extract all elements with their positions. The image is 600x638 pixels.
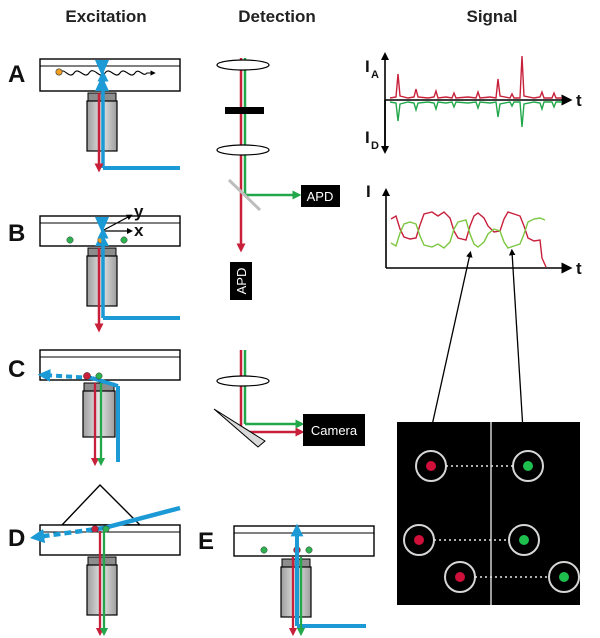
panel-b-excitation: y x <box>39 202 181 333</box>
pinhole <box>225 107 264 114</box>
panel-label-e: E <box>198 528 214 555</box>
header-detection: Detection <box>238 7 315 26</box>
ia-label: I <box>365 57 370 76</box>
wedge-splitter <box>213 408 266 448</box>
slide-a <box>39 58 181 92</box>
evanescent-wave-c <box>37 369 93 382</box>
slide-c <box>39 349 181 381</box>
molecule-d1 <box>91 525 99 533</box>
molecule-b1 <box>66 236 74 244</box>
acceptor-trace <box>389 55 562 99</box>
spot-ring-3-right <box>548 561 580 593</box>
panel-label-b: B <box>8 220 25 247</box>
panel-c-excitation <box>37 349 181 467</box>
signal-trace-fret: I A I D t <box>365 52 582 154</box>
signal-trace-single: I t <box>366 182 582 431</box>
camera-frame <box>397 422 580 605</box>
camera-label: Camera <box>311 423 358 438</box>
i-label: I <box>366 182 371 201</box>
lens-3 <box>216 375 270 387</box>
spot-1-green <box>523 461 533 471</box>
time-label-mid: t <box>576 259 582 278</box>
spot-1-red <box>426 461 436 471</box>
molecule-b3 <box>120 236 128 244</box>
red-trace <box>390 211 547 268</box>
apd-red <box>230 262 252 300</box>
apd-green-label: APD <box>307 189 334 204</box>
panel-e-excitation <box>233 523 375 637</box>
prism <box>60 483 142 526</box>
panel-d-excitation <box>29 483 181 637</box>
lens-1 <box>216 59 270 71</box>
objective-tip-d <box>87 556 117 566</box>
detection-confocal: APD APD <box>216 58 340 300</box>
slide-e <box>233 525 375 557</box>
panel-a-excitation <box>39 58 181 173</box>
objective-d <box>86 564 118 616</box>
header-excitation: Excitation <box>65 7 146 26</box>
diffusing-molecule <box>55 68 63 76</box>
molecule-e1 <box>260 546 268 554</box>
dichroic-mirror <box>227 178 262 212</box>
time-label-top: t <box>576 91 582 110</box>
spot-2-green <box>519 535 529 545</box>
spot-ring-2-right <box>508 524 540 556</box>
pointer-line-left <box>430 250 473 431</box>
focus-cone-top-a <box>95 60 109 76</box>
molecule-c1 <box>83 372 91 380</box>
spot-3-red <box>455 572 465 582</box>
panel-label-d: D <box>8 525 25 552</box>
panel-label-c: C <box>8 356 25 383</box>
focus-cone-top-b <box>95 217 109 233</box>
camera-image <box>397 422 580 605</box>
apd-red-label: APD <box>234 268 249 295</box>
x-axis-label: x <box>134 221 144 240</box>
prism-beam-in <box>103 505 181 531</box>
objective-c <box>82 390 116 438</box>
camera <box>303 414 365 446</box>
spot-2-red <box>414 535 424 545</box>
pointer-line-right <box>508 248 524 431</box>
molecule-e3 <box>305 546 313 554</box>
molecule-d2 <box>102 525 110 533</box>
spot-3-green <box>559 572 569 582</box>
header-signal: Signal <box>466 7 517 26</box>
detection-camera: Camera <box>213 350 365 448</box>
green-trace <box>390 217 546 249</box>
tir-beam-reflect <box>91 376 119 388</box>
panel-label-a: A <box>8 61 25 88</box>
id-label-sub: D <box>371 140 379 152</box>
y-axis-label: y <box>134 202 144 221</box>
apd-green <box>301 185 340 207</box>
id-label: I <box>365 128 370 147</box>
donor-trace <box>389 101 562 128</box>
ia-label-sub: A <box>371 69 379 81</box>
slide-d <box>39 524 181 556</box>
lens-2 <box>216 144 270 156</box>
molecule-c2 <box>95 372 103 380</box>
